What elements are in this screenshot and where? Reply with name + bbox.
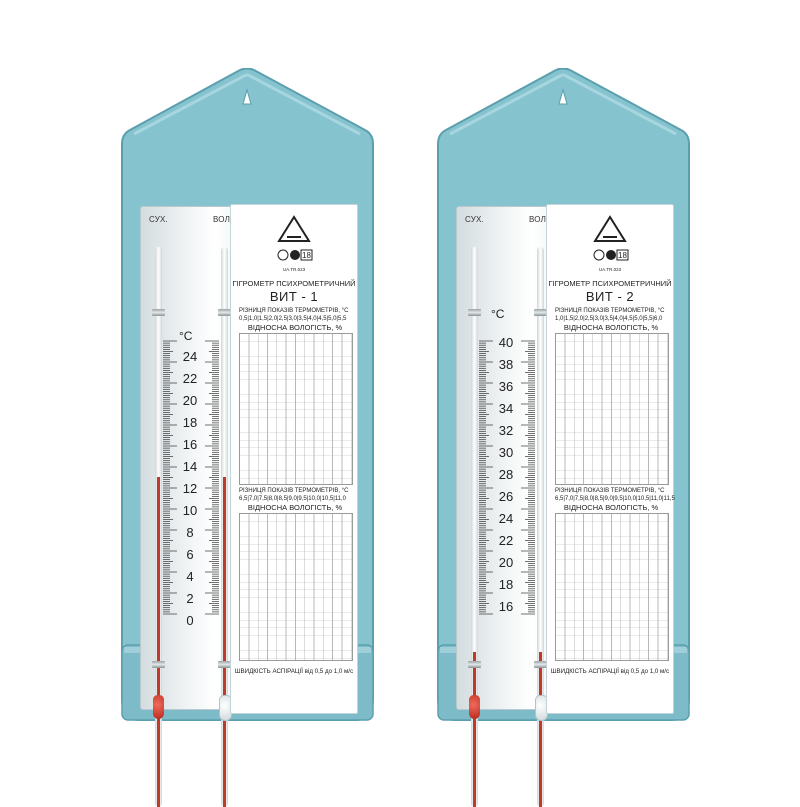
psychrometric-table-card: 18 UA.TR.023 ГІГРОМЕТР ПСИХРОМЕТРИЧНИЙ В… <box>546 204 675 714</box>
diff-values: 1,0|1,5|2,0|2,5|3,0|3,5|4,0|4,5|5,0|5,5|… <box>555 316 663 322</box>
aspiration-note: ШВИДКІСТЬ АСПІРАЦІЇ від 0,5 до 1,0 м/с <box>234 668 354 675</box>
wet-thermometer <box>221 247 228 807</box>
table-header: РІЗНИЦЯ ПОКАЗІВ ТЕРМОМЕТРІВ, °С <box>555 488 665 494</box>
card-title: ГІГРОМЕТР ПСИХРОМЕТРИЧНИЙ <box>232 279 356 288</box>
humidity-table <box>239 513 353 661</box>
scale-label: 38 <box>498 357 514 372</box>
hygrometer-vit-1: СУХ. ВОЛОГ. °C 24 22 20 18 16 14 12 10 8 <box>120 68 375 807</box>
dry-mercury-column <box>157 477 160 807</box>
certification-logo: 18 UA.TR.023 <box>277 215 313 272</box>
humidity-table <box>555 513 669 661</box>
scale-label: 24 <box>498 511 514 526</box>
scale-label: 6 <box>186 547 194 562</box>
table-header: РІЗНИЦЯ ПОКАЗІВ ТЕРМОМЕТРІВ, °С <box>555 308 665 314</box>
table-subheader: ВІДНОСНА ВОЛОГІСТЬ, % <box>563 503 659 512</box>
scale-label: 18 <box>182 415 198 430</box>
table-subheader: ВІДНОСНА ВОЛОГІСТЬ, % <box>563 323 659 332</box>
conformity-mark-icon <box>290 250 300 260</box>
humidity-table <box>555 333 669 485</box>
hygrometer-vit-2: СУХ. ВОЛОГ. °C 40 38 36 34 32 30 28 26 2… <box>436 68 691 807</box>
top-clip <box>534 309 547 316</box>
bottom-clip <box>218 661 231 668</box>
diff-values: 6,5|7,0|7,5|8,0|8,5|9,0|9,5|10,0|10,5|11… <box>555 496 675 502</box>
humidity-table <box>239 333 353 485</box>
celsius-unit: °C <box>179 329 193 343</box>
model-name: ВИТ - 1 <box>269 289 319 304</box>
scale-label: 0 <box>186 613 194 628</box>
celsius-unit: °C <box>491 307 505 321</box>
dry-bulb <box>469 695 480 719</box>
conformity-mark-icon <box>606 250 616 260</box>
bottom-clip <box>534 661 547 668</box>
scale-label: 18 <box>498 577 514 592</box>
scale-label: 16 <box>498 599 514 614</box>
scale-label: 34 <box>498 401 514 416</box>
dry-thermometer-label: СУХ. <box>149 215 168 224</box>
card-title: ГІГРОМЕТР ПСИХРОМЕТРИЧНИЙ <box>548 279 672 288</box>
diff-values: 0,5|1,0|1,5|2,0|2,5|3,0|3,5|4,0|4,5|5,0|… <box>239 316 347 322</box>
bottom-clip <box>152 661 165 668</box>
aspiration-note: ШВИДКІСТЬ АСПІРАЦІЇ від 0,5 до 1,0 м/с <box>550 668 670 675</box>
bottom-clip <box>468 661 481 668</box>
scale-label: 24 <box>182 349 198 364</box>
table-subheader: ВІДНОСНА ВОЛОГІСТЬ, % <box>247 503 343 512</box>
svg-text:18: 18 <box>618 251 627 260</box>
scale-label: 12 <box>182 481 198 496</box>
top-clip <box>152 309 165 316</box>
svg-text:UA.TR.023: UA.TR.023 <box>283 267 306 272</box>
triangle-mark-icon <box>277 215 311 242</box>
scale-label: 32 <box>498 423 514 438</box>
scale-label: 22 <box>498 533 514 548</box>
hanging-hole-icon <box>558 88 568 105</box>
top-clip <box>468 309 481 316</box>
wet-mercury-column <box>539 652 542 807</box>
table-header: РІЗНИЦЯ ПОКАЗІВ ТЕРМОМЕТРІВ, °С <box>239 488 349 494</box>
wet-thermometer-label: ВОЛОГ. <box>213 215 243 224</box>
scale-label: 10 <box>182 503 198 518</box>
table-header: РІЗНИЦЯ ПОКАЗІВ ТЕРМОМЕТРІВ, °С <box>239 308 349 314</box>
dry-thermometer <box>471 247 478 807</box>
scale-label: 4 <box>186 569 194 584</box>
scale-label: 14 <box>182 459 198 474</box>
wet-thermometer <box>537 247 544 807</box>
model-name: ВИТ - 2 <box>585 289 635 304</box>
svg-text:UA.TR.023: UA.TR.023 <box>599 267 622 272</box>
top-clip <box>218 309 231 316</box>
dry-thermometer <box>155 247 162 807</box>
scale-label: 2 <box>186 591 194 606</box>
thermometer-scale <box>163 340 219 615</box>
scale-label: 40 <box>498 335 514 350</box>
wet-mercury-column <box>223 477 226 807</box>
check-mark-icon <box>277 249 289 261</box>
scale-label: 20 <box>498 555 514 570</box>
scale-label: 26 <box>498 489 514 504</box>
svg-text:18: 18 <box>302 251 311 260</box>
thermometer-scale <box>479 340 535 615</box>
scale-label: 8 <box>186 525 194 540</box>
hanging-hole-icon <box>242 88 252 105</box>
certification-logo: 18 UA.TR.023 <box>593 215 629 272</box>
scale-label: 28 <box>498 467 514 482</box>
table-subheader: ВІДНОСНА ВОЛОГІСТЬ, % <box>247 323 343 332</box>
dry-bulb <box>153 695 164 719</box>
scale-label: 30 <box>498 445 514 460</box>
scale-label: 20 <box>182 393 198 408</box>
triangle-mark-icon <box>593 215 627 242</box>
wet-thermometer-label: ВОЛОГ. <box>529 215 559 224</box>
scale-label: 22 <box>182 371 198 386</box>
scale-label: 16 <box>182 437 198 452</box>
psychrometric-table-card: 18 UA.TR.023 ГІГРОМЕТР ПСИХРОМЕТРИЧНИЙ В… <box>230 204 358 714</box>
dry-thermometer-label: СУХ. <box>465 215 484 224</box>
scale-label: 36 <box>498 379 514 394</box>
dry-mercury-column <box>473 652 476 807</box>
check-mark-icon <box>593 249 605 261</box>
diff-values: 6,5|7,0|7,5|8,0|8,5|9,0|9,5|10,0|10,5|11… <box>239 496 347 502</box>
